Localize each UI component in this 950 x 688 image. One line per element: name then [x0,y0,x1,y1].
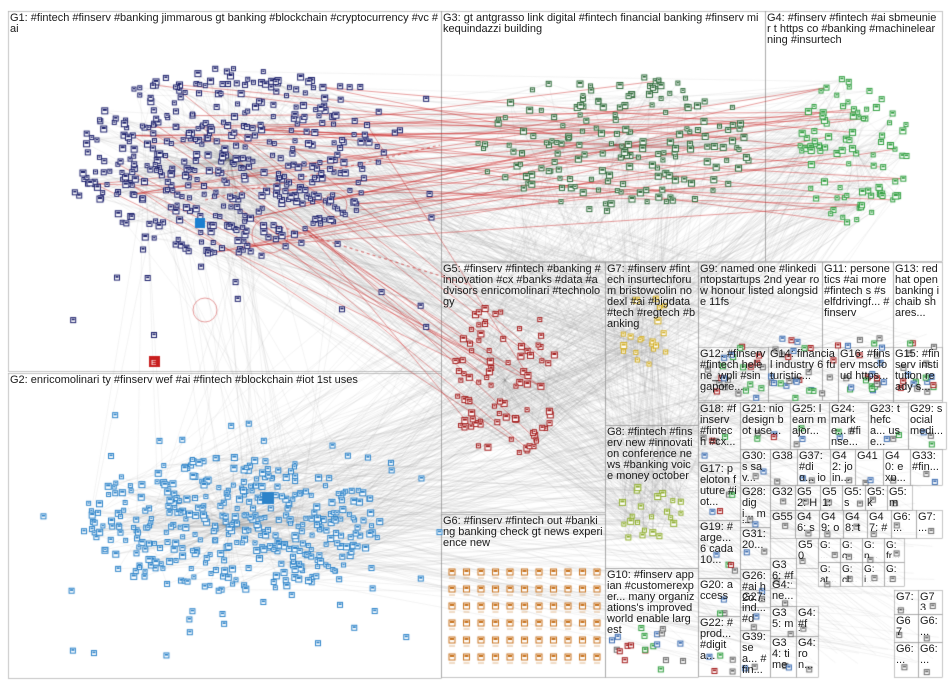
group-label-g43: G4: ne... [772,580,794,602]
group-label-g54: G5: kn... [867,487,885,506]
group-label-g5: G5: #finserv #fintech #banking #innovati… [443,264,601,308]
group-label-g34: G34: time org... [772,638,790,673]
group-label-g62: G6: ... [896,644,914,666]
group-label-g41: G41 [857,451,878,462]
group-label-g65: G: ... [820,540,831,558]
group-label-g67: G: p... [864,540,878,558]
group-label-g53: G5: su... [844,487,862,506]
group-label-g22: G22: #prod... #digita... [700,618,734,662]
group-label-g31: G31: 20... [742,529,766,551]
group-label-g61: G6: ... [920,616,938,638]
group-label-g36: G36: #fi... #le... [772,560,794,584]
group-label-g42: G42: join... [832,451,853,481]
group-label-g60: G67 [896,616,911,638]
group-label-g17: G17: peloton future #iot... [700,464,737,508]
group-label-g23: G23: thefca... use... [870,404,900,445]
group-label-g39: G39: sea... #fin... [742,632,767,673]
group-label-g35: G35: ma... co... [772,608,794,632]
group-label-g58: G7: ... [918,512,936,534]
group-label-g25: G25: learn major... [792,404,827,437]
group-label-g40: G40: exp... [885,451,906,481]
group-label-g4: G4: #finserv #fintech #ai sbmeunier t ht… [767,13,937,46]
group-label-g1: G1: #fintech #finserv #banking jimmarous… [10,13,439,35]
group-label-g7: G7: #finserv #fintech insurtechforum bri… [607,264,696,330]
group-label-g19: G19: #arge... 6 cada 10... [700,522,734,566]
group-label-g59: G73 [920,592,935,610]
group-label-g29: G29: social medi... [910,404,944,437]
group-label-g14: G14: financial industry 6 futuristic... [770,349,836,382]
group-label-g63: G7: ... [896,592,914,610]
group-label-g52: G52: He... [797,487,818,506]
group-label-g46: G46: sol... [797,512,815,534]
group-label-g3: G3: gt antgrasso link digital #fintech f… [443,13,759,35]
group-label-g32: G32 [772,487,793,498]
group-label-g57: G6: ... [893,512,911,534]
group-label-g15: G15: #finserv institution ready s... [895,349,940,393]
group-label-g20: G20: access [700,580,734,602]
group-label-g55: G55 [772,512,793,523]
group-label-g9: G9: named one #linkedintopstartups 2nd y… [700,264,820,308]
group-label-g30: G30: s sav... [742,451,766,481]
group-label-g44: G4: #fi... [798,608,816,632]
group-label-g33: G33: #fin... [912,451,939,473]
group-label-g6: G6: #finserv #fintech out #banking banki… [443,516,603,549]
group-label-g51: G51: dir... [822,487,837,506]
group-label-g37: G37: #dig... join... [799,451,826,481]
group-label-g72: G: ... [886,564,897,582]
group-label-g68: G: fr... [886,540,900,558]
group-label-g56: G5: me... [889,487,907,506]
group-label-g13: G13: redhat open banking ichaib shares..… [895,264,940,319]
group-label-g2: G2: enricomolinari ty #finserv wef #ai #… [10,375,358,386]
group-label-g69: G: at... [820,564,837,582]
group-label-g45: G4: ron... [798,638,816,671]
group-label-g18: G18: #finserv #fintech #cx... [700,404,737,448]
group-label-g21: G21: nio design bot use... [742,404,784,437]
group-label-g12: G12: #finserv #fintech helene_wpli #sing… [700,349,766,393]
group-label-g50: G50 [798,540,813,562]
group-label-g27: G27: ind... #de... [742,592,766,626]
group-label-g24: G24: marke... #finse... [831,404,861,445]
group-label-g8: G8: #fintech #finserv new #innovation co… [607,427,693,482]
group-label-g66: G: c... [842,540,856,558]
group-label-g10: G10: #finserv appian #customerexper... m… [607,570,695,636]
group-label-g70: G: cl... [842,564,858,582]
group-label-g64: G6: ... [920,644,938,666]
group-label-g49: G49: on... [821,512,840,534]
group-label-g16: G16: #finserv mscloud https... [840,349,891,382]
group-label-g38: G38 [772,451,793,462]
group-label-g26: G26: #ai h2o... [742,571,766,603]
group-label-g11: G11: personetics #ai more #fintech s #se… [824,264,890,319]
group-label-g28: G28: digi... min... [742,487,766,523]
group-label-g47: G47: #b... [869,512,888,534]
group-label-g48: G48: top... [845,512,861,534]
group-label-g71: G: i... [864,564,875,582]
